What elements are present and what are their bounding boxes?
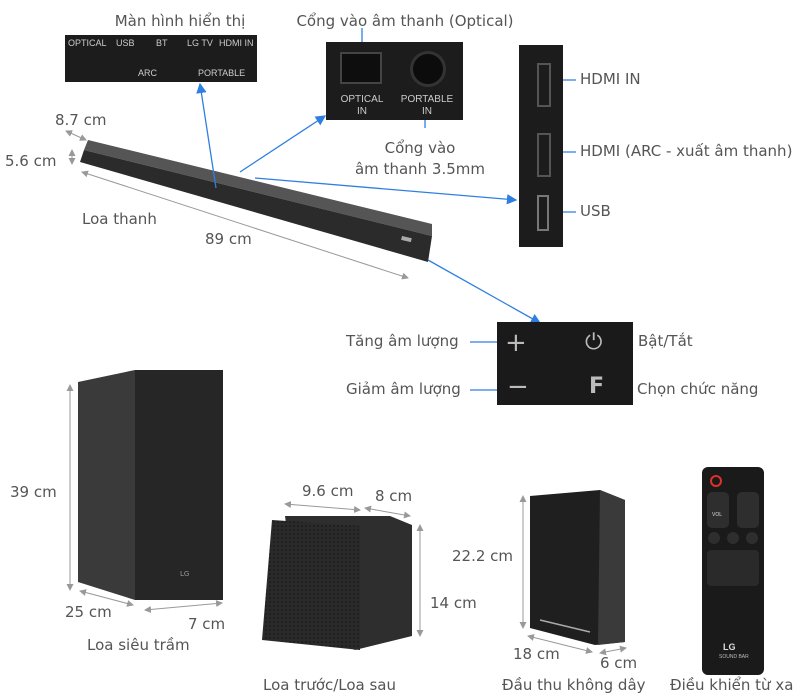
svg-text:LG: LG <box>180 570 189 578</box>
power-label: Bật/Tắt <box>638 332 693 350</box>
soundbar-width: 89 cm <box>205 230 252 248</box>
dimension-lines <box>65 130 627 656</box>
indicator-hdmi-in: HDMI IN <box>219 38 254 48</box>
vol-up-label: Tăng âm lượng <box>346 332 459 350</box>
rear-speaker-image <box>262 516 412 650</box>
usb-label: USB <box>580 202 611 220</box>
optical-port-label: OPTICAL <box>340 94 384 105</box>
power-icon: ⏻ <box>585 330 603 355</box>
rear-ports-panel <box>519 45 563 247</box>
soundbar-label: Loa thanh <box>82 210 157 228</box>
audio-jack-icon <box>410 51 446 87</box>
soundbar-depth: 8.7 cm <box>55 111 107 129</box>
indicator-optical: OPTICAL <box>68 38 107 48</box>
remote-vol-text: VOL <box>712 512 723 518</box>
jack-label: Cổng vào <box>384 139 456 157</box>
rear-speaker-height: 14 cm <box>430 594 477 612</box>
indicator-lgtv: LG TV <box>187 38 213 48</box>
remote-image <box>702 467 764 675</box>
function-label: Chọn chức năng <box>637 380 759 398</box>
remote-brand: LG <box>723 642 736 652</box>
portable-port-label: PORTABLE <box>400 94 454 105</box>
portable-port-label-2: IN <box>422 106 432 117</box>
jack-label-2: âm thanh 3.5mm <box>354 160 485 178</box>
indicator-arc: ARC <box>138 68 158 78</box>
indicator-bt: BT <box>156 38 168 48</box>
rear-speaker-width: 9.6 cm <box>302 482 354 500</box>
optical-port-icon <box>340 52 382 84</box>
indicator-usb: USB <box>116 38 135 48</box>
usb-port-icon <box>537 195 549 231</box>
rear-speaker-depth: 8 cm <box>375 487 413 505</box>
remote-label: Điều khiển từ xa <box>670 676 794 694</box>
minus-icon: − <box>507 372 529 402</box>
subwoofer-height: 39 cm <box>10 483 57 501</box>
wireless-receiver-image <box>530 490 625 645</box>
indicator-portable: PORTABLE <box>198 68 246 78</box>
control-panel: + − ⏻ F <box>497 322 633 405</box>
receiver-height: 22.2 cm <box>452 547 514 565</box>
function-icon: F <box>589 374 605 399</box>
hdmi-in-port-icon <box>537 63 551 107</box>
optical-port-label-2: IN <box>357 106 367 117</box>
hdmi-in-label: HDMI IN <box>580 70 641 88</box>
rear-speaker-label: Loa trước/Loa sau <box>263 676 397 694</box>
receiver-label: Đầu thu không dây <box>502 676 646 694</box>
optical-title: Cổng vào âm thanh (Optical) <box>296 12 514 30</box>
remote-subtitle: SOUND BAR <box>719 654 749 660</box>
receiver-width: 6 cm <box>600 654 638 672</box>
subwoofer-image: LG <box>78 370 223 600</box>
plus-icon: + <box>505 328 527 358</box>
soundbar-height: 5.6 cm <box>5 152 57 170</box>
display-title: Màn hình hiển thị <box>114 12 246 30</box>
subwoofer-depth: 25 cm <box>65 603 112 621</box>
display-panel: OPTICAL USB BT LG TV HDMI IN ARC PORTABL… <box>65 35 257 82</box>
subwoofer-width: 7 cm <box>188 615 226 633</box>
hdmi-arc-label: HDMI (ARC - xuất âm thanh) <box>580 142 793 160</box>
vol-down-label: Giảm âm lượng <box>346 380 461 398</box>
subwoofer-label: Loa siêu trầm <box>87 636 190 654</box>
hdmi-arc-port-icon <box>537 133 551 177</box>
receiver-depth: 18 cm <box>513 645 560 663</box>
